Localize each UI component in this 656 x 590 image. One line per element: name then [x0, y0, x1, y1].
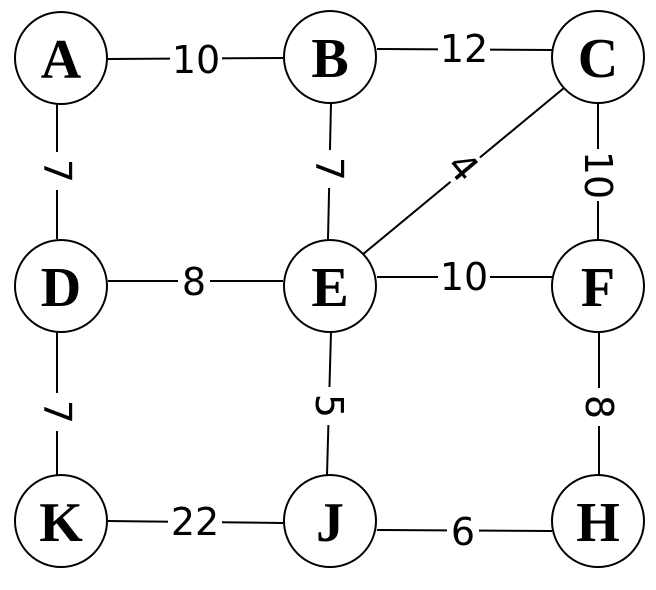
weight-bg-f-h: [582, 388, 616, 426]
node-h-label: H: [576, 492, 620, 554]
node-k: K: [14, 474, 108, 568]
nodes: A B C D E F K J: [14, 10, 645, 568]
weight-bg-d-e: [178, 262, 210, 300]
weight-bg-b-e: [312, 150, 346, 188]
weight-e-f: 10: [440, 255, 488, 299]
node-e: E: [283, 239, 377, 333]
weight-bg-e-j: [312, 387, 346, 425]
node-a-label: A: [41, 29, 82, 91]
weight-bg-a-d: [40, 152, 74, 190]
node-f: F: [551, 239, 645, 333]
weight-bg-b-c: [438, 30, 490, 68]
weight-e-j: 5: [307, 394, 351, 418]
weight-bg-c-f: [578, 149, 618, 201]
node-j-label: J: [316, 492, 344, 554]
weight-c-f: 10: [576, 151, 620, 199]
node-b: B: [283, 10, 377, 104]
weight-bg-j-h: [447, 513, 479, 551]
weight-bg-e-f: [438, 258, 490, 296]
weight-bg-d-k: [40, 393, 74, 431]
node-j: J: [283, 474, 377, 568]
node-c-label: C: [578, 28, 618, 90]
weight-bg-c-e: [438, 142, 488, 192]
weight-bg-a-b: [170, 39, 222, 77]
node-f-label: F: [581, 257, 615, 319]
weight-d-k: 7: [35, 400, 79, 424]
weight-a-d: 7: [35, 159, 79, 183]
node-d: D: [14, 239, 108, 333]
node-a: A: [14, 11, 108, 105]
weight-b-c: 12: [440, 27, 488, 71]
weight-d-e: 8: [182, 260, 206, 304]
node-h: H: [551, 474, 645, 568]
weight-j-h: 6: [451, 510, 475, 554]
node-e-label: E: [311, 257, 348, 319]
node-k-label: K: [39, 492, 83, 554]
node-d-label: D: [41, 257, 81, 319]
node-c: C: [551, 10, 645, 104]
weight-k-j: 22: [171, 500, 219, 544]
weight-f-h: 8: [577, 395, 621, 419]
weight-b-e: 7: [307, 157, 351, 181]
weight-a-b: 10: [172, 38, 220, 82]
node-b-label: B: [311, 28, 348, 90]
weight-bg-k-j: [168, 503, 222, 541]
